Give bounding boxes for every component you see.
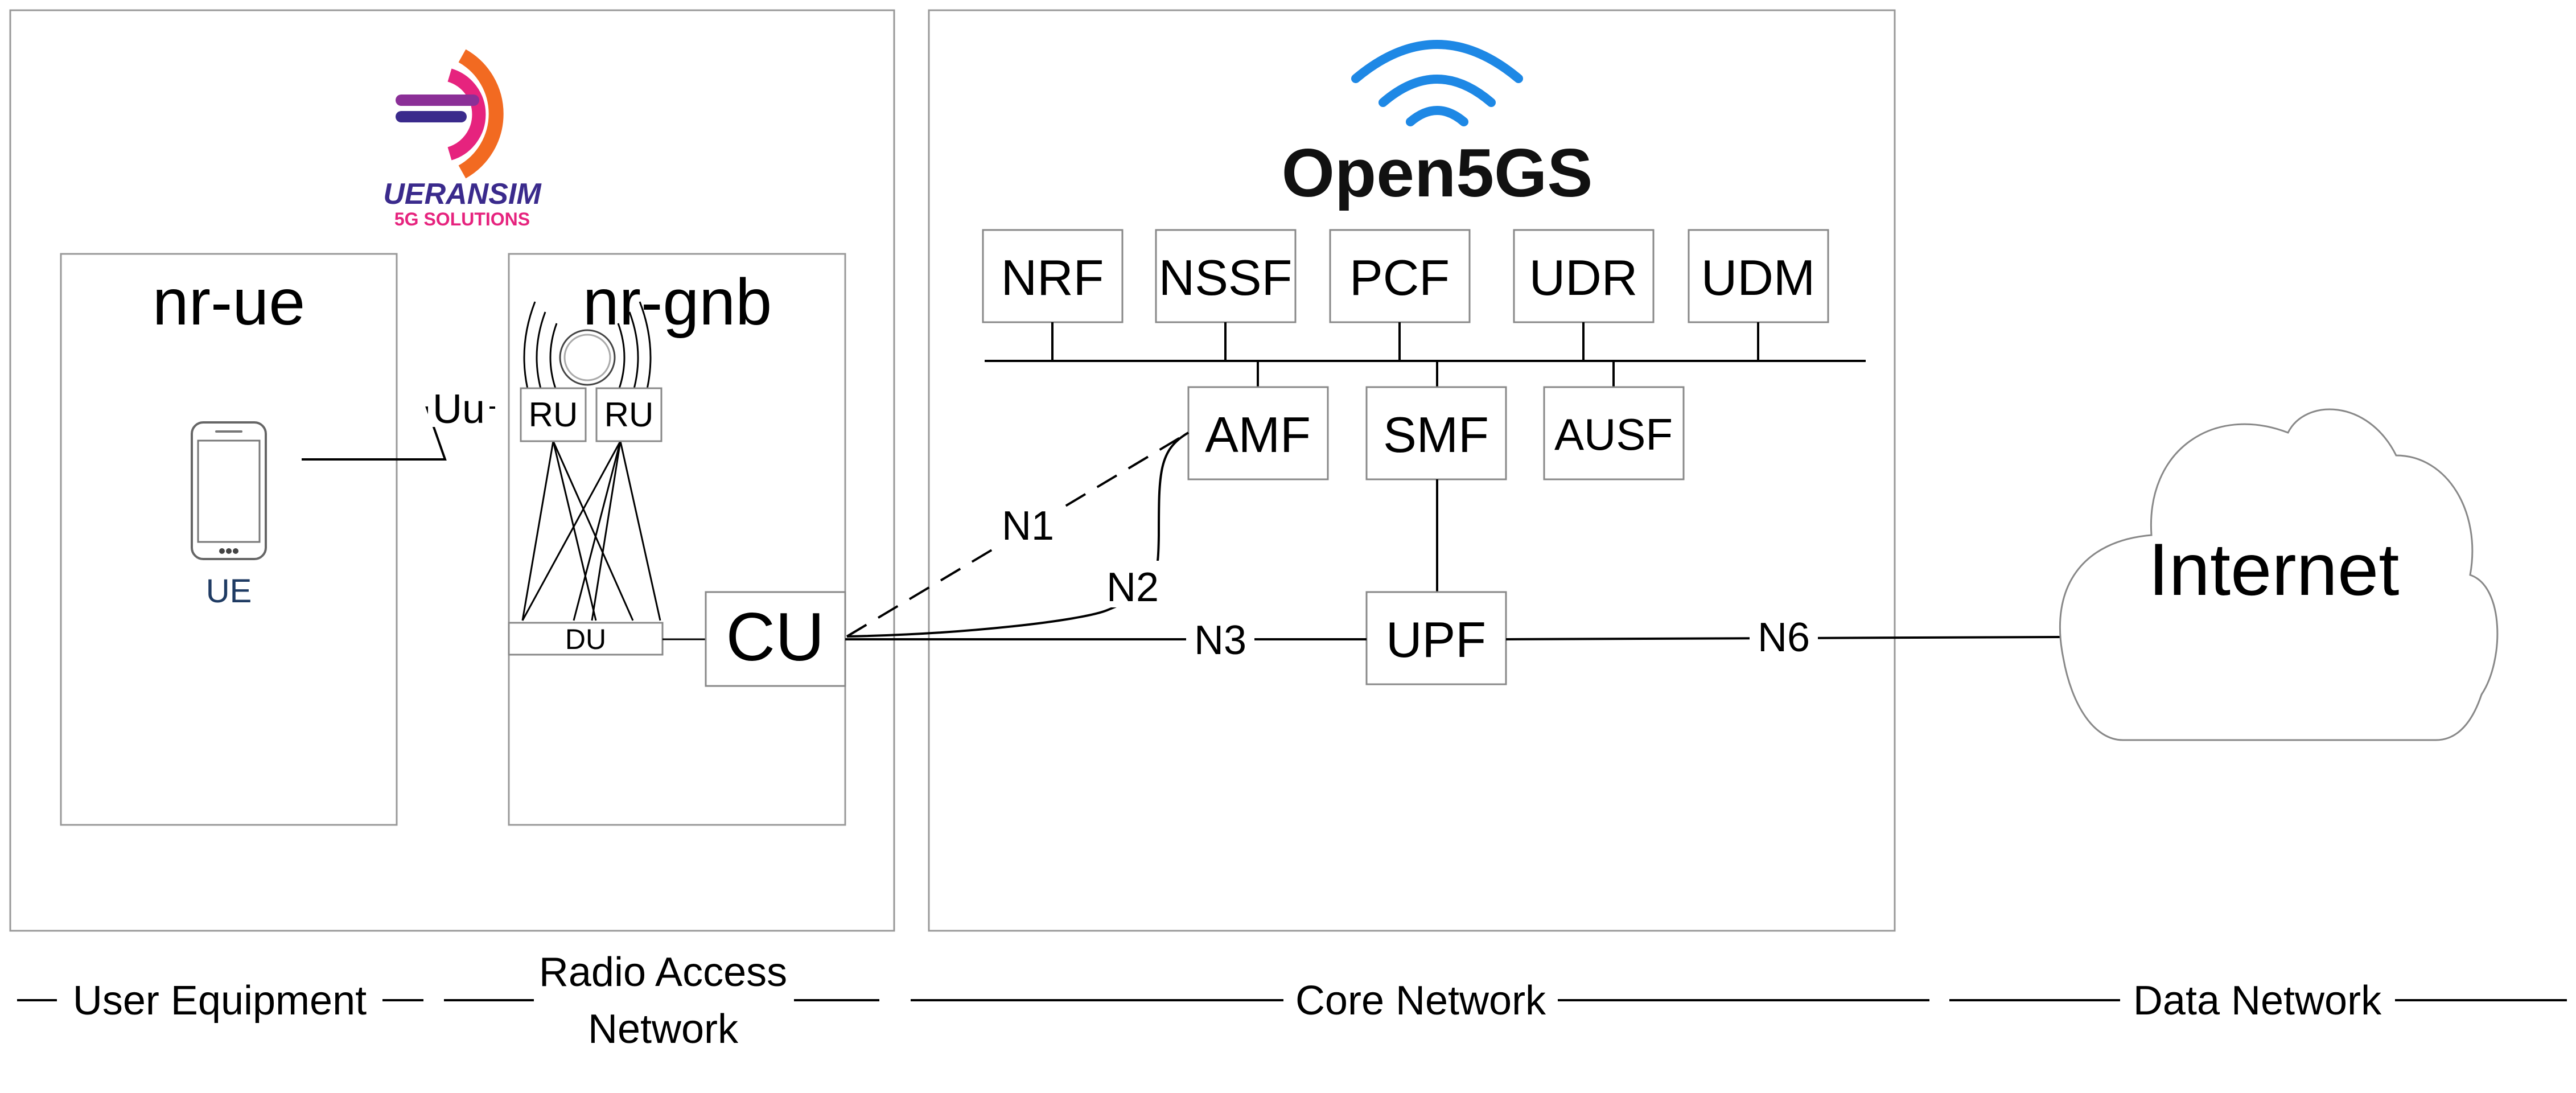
bottom-label-core: Core Network [1295, 978, 1546, 1024]
smf-box [1365, 386, 1507, 480]
udr-label: UDR [1529, 249, 1638, 306]
bottom-label-ran-line1: Radio Access [539, 950, 787, 995]
uu-label-bg [428, 387, 489, 427]
ausf-label: AUSF [1554, 409, 1673, 459]
du-box [508, 622, 664, 656]
open5gs-logo-name: Open5GS [1282, 135, 1593, 211]
n2-label: N2 [1106, 565, 1159, 610]
n1-label: N1 [1002, 503, 1054, 549]
amf-label: AMF [1205, 406, 1311, 463]
pcf-label: PCF [1349, 249, 1450, 306]
wifi-icon-inner [1406, 106, 1468, 126]
internet-cloud [2059, 408, 2499, 741]
n3-label: N3 [1194, 618, 1246, 663]
nf-top-row: NRF NSSF PCF UDR UDM [982, 229, 1829, 323]
nr-ue-title: nr-ue [153, 266, 305, 339]
bottom-label-dn: Data Network [2133, 978, 2382, 1024]
nrf-box [982, 229, 1124, 323]
ru-box-1 [520, 387, 587, 442]
ueransim-logo-arc-outer [458, 49, 504, 179]
n6-label-bg [1750, 615, 1818, 660]
nr-gnb-box [508, 253, 846, 826]
ue-phone-icon [191, 421, 267, 560]
udm-label: UDM [1701, 249, 1815, 306]
du-label: DU [565, 623, 606, 655]
upf-label: UPF [1386, 611, 1486, 668]
smf-label: SMF [1383, 406, 1489, 463]
ru-label-1: RU [529, 396, 578, 434]
ru-box-2 [595, 387, 662, 442]
nssf-box [1155, 229, 1297, 323]
cu-label: CU [726, 599, 824, 675]
ru-label-2: RU [604, 396, 654, 434]
n2-label-bg [1101, 561, 1166, 607]
ueransim-logo: UERANSIM 5G SOLUTIONS [383, 49, 542, 229]
n1-label-bg [997, 501, 1060, 546]
bottom-label-ran-line2: Network [588, 1006, 739, 1052]
nrf-label: NRF [1001, 249, 1104, 306]
udr-box [1513, 229, 1655, 323]
ausf-box [1543, 386, 1685, 480]
service-bus [985, 322, 1866, 387]
n3-label-bg [1186, 618, 1254, 663]
amf-box [1187, 386, 1329, 480]
nr-ue-box [60, 253, 398, 826]
wifi-icon-outer [1351, 40, 1523, 83]
ue-ran-container [9, 9, 895, 932]
pcf-box [1329, 229, 1471, 323]
ueransim-logo-name: UERANSIM [383, 178, 542, 211]
nssf-label: NSSF [1159, 249, 1293, 306]
nr-gnb-title: nr-gnb [583, 266, 772, 339]
antenna-tower-icon [521, 301, 661, 621]
core-container [928, 9, 1896, 932]
n6-label: N6 [1758, 615, 1810, 660]
ueransim-logo-arc-inner [447, 68, 486, 161]
wifi-icon-middle [1378, 75, 1496, 107]
open5gs-logo [1351, 40, 1523, 126]
ueransim-logo-tagline: 5G SOLUTIONS [394, 209, 530, 229]
internet-label: Internet [2149, 528, 2400, 611]
ue-device-label: UE [206, 573, 252, 610]
udm-box [1688, 229, 1829, 323]
uu-label: Uu [433, 387, 485, 432]
bottom-label-ue: User Equipment [73, 978, 367, 1024]
